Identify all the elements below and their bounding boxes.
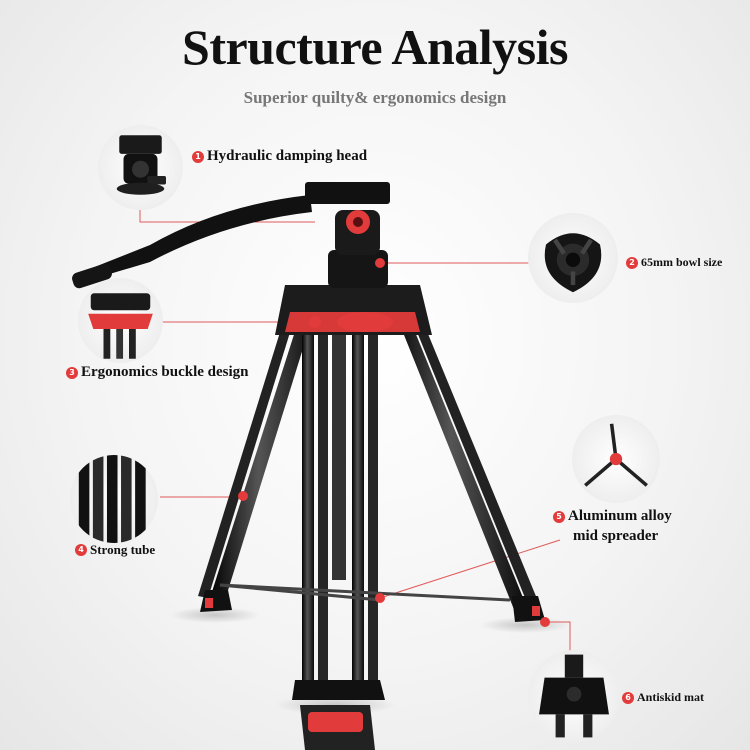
callout-label-line2: mid spreader: [573, 528, 659, 544]
inset-bowl: [528, 213, 618, 303]
spreader-photo: [584, 423, 648, 487]
page-title: Structure Analysis: [182, 19, 568, 75]
antiskid-photo: [539, 654, 609, 738]
inset-strong-tube: [70, 455, 158, 543]
callout-label: 65mm bowl size: [641, 255, 723, 269]
callout-buckle-design: 3 Ergonomics buckle design: [66, 364, 249, 381]
callout-label: Antiskid mat: [637, 690, 705, 704]
inset-spreader: [572, 415, 660, 503]
callout-hydraulic-head: 1 Hydraulic damping head: [192, 148, 367, 165]
bowl-photo: [544, 233, 602, 293]
callout-label: Hydraulic damping head: [207, 148, 368, 164]
inset-buckle: [78, 278, 163, 363]
callout-number: 4: [75, 544, 87, 556]
callout-mid-spreader: 5 Aluminum alloy mid spreader: [553, 508, 672, 545]
callout-label: Ergonomics buckle design: [81, 364, 249, 380]
inset-antiskid-mat: [528, 650, 620, 742]
callout-strong-tube: 4 Strong tube: [75, 542, 155, 558]
page-subtitle: Superior quilty& ergonomics design: [243, 88, 507, 107]
damping-head-photo: [116, 135, 166, 195]
callout-label-line1: Aluminum alloy: [568, 508, 672, 524]
callout-number: 3: [66, 366, 78, 379]
tube-photo: [78, 455, 146, 543]
callout-antiskid-mat: 6 Antiskid mat: [622, 690, 704, 705]
callout-bowl-size: 2 65mm bowl size: [626, 255, 722, 270]
callout-number: 2: [626, 256, 638, 269]
callout-label: Strong tube: [90, 542, 156, 557]
callout-number: 1: [192, 150, 204, 163]
callout-number: 5: [553, 510, 565, 523]
buckle-photo: [88, 293, 153, 359]
inset-damping-head: [98, 125, 183, 210]
callout-number: 6: [622, 691, 634, 704]
